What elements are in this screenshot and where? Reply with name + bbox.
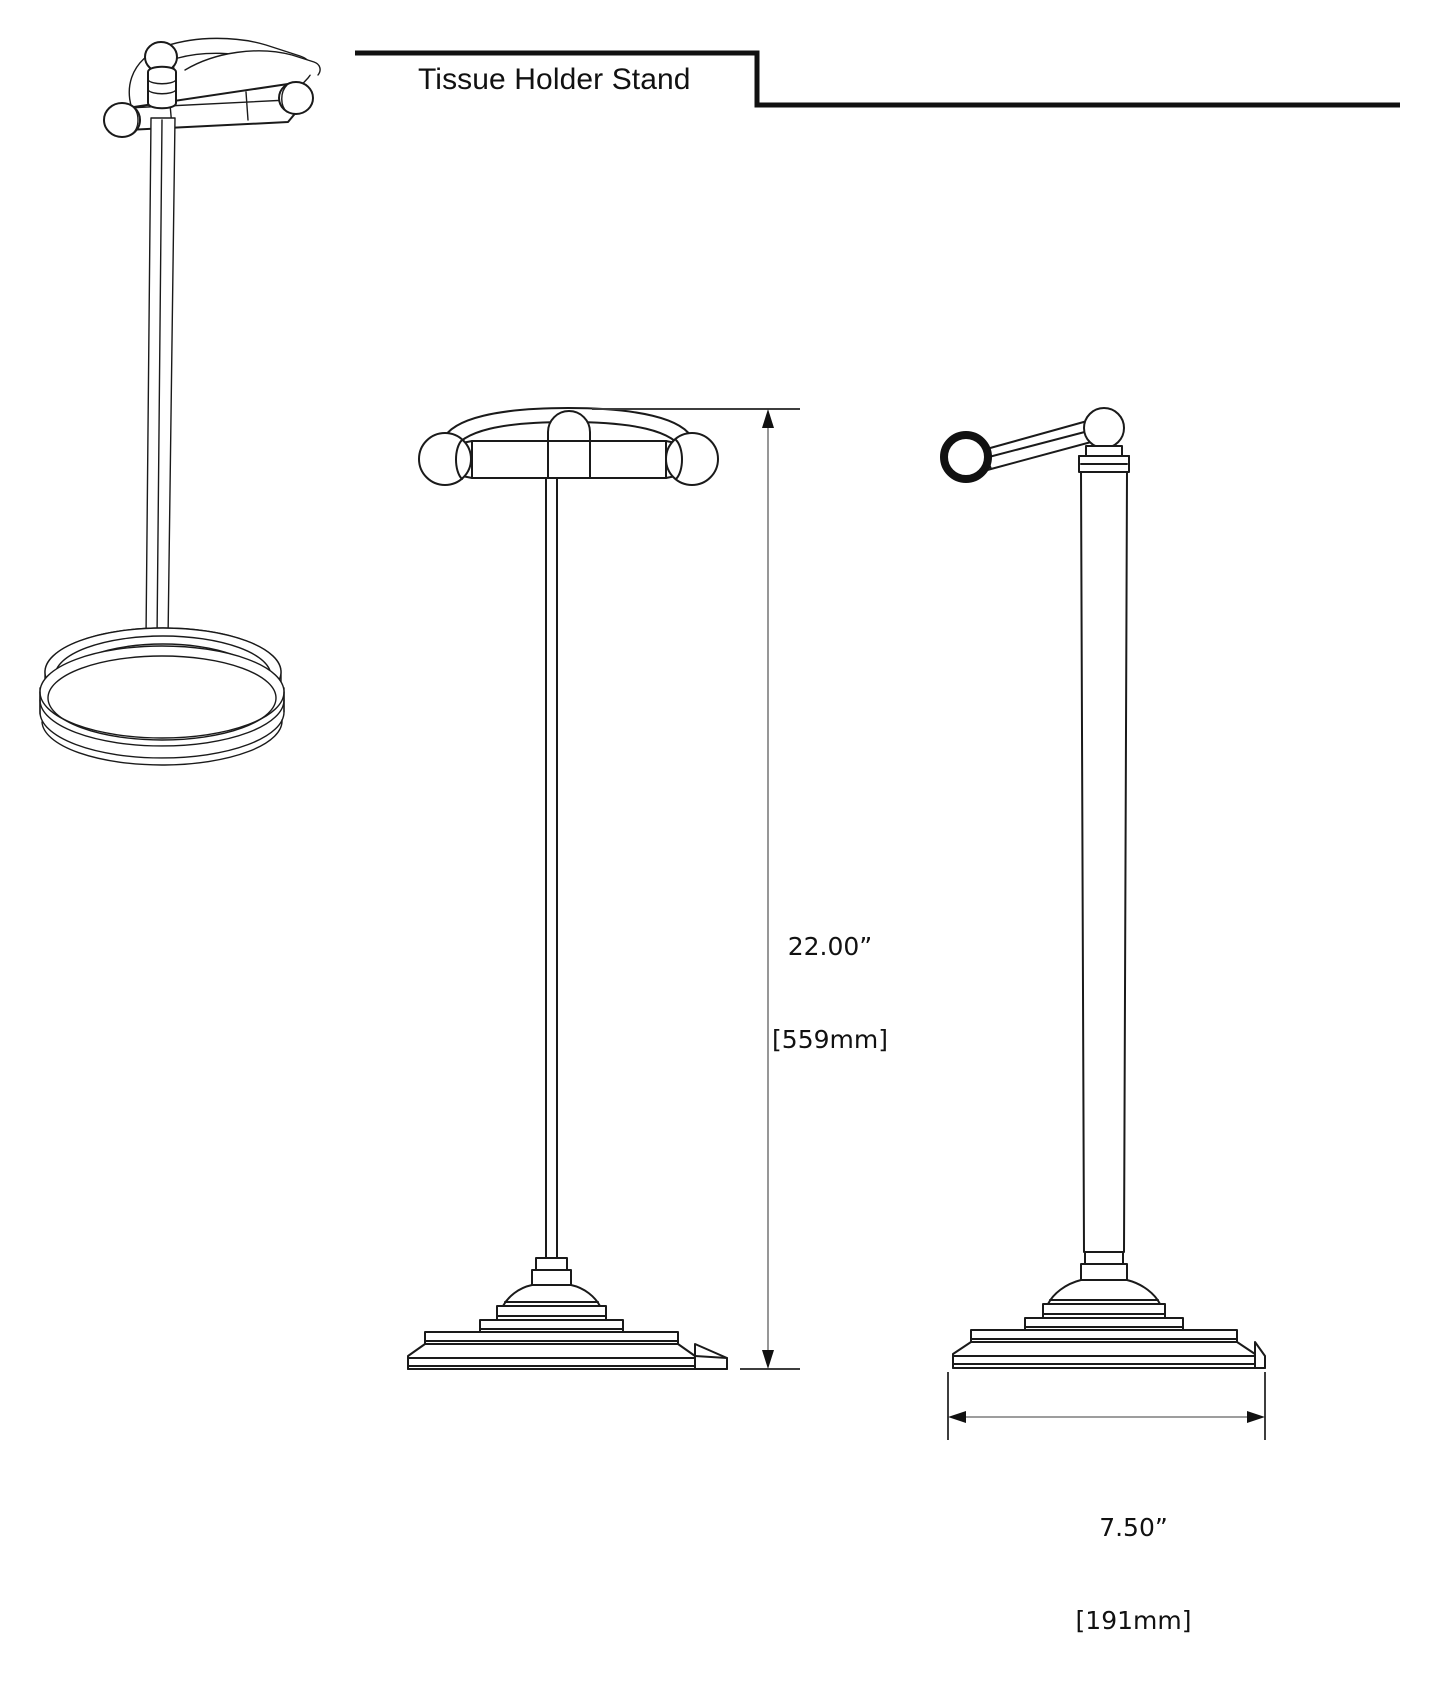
front-elevation-view — [407, 407, 728, 1370]
dimension-height-imperial: 22.00” — [787, 931, 873, 961]
dimension-height-metric: [559mm] — [772, 1025, 888, 1055]
side-elevation-view — [940, 407, 1266, 1369]
dimension-width-metric: [191mm] — [1075, 1606, 1192, 1636]
drawing-title: Tissue Holder Stand — [418, 63, 691, 96]
dimension-width-label: 7.50” [191mm] — [1026, 1449, 1241, 1699]
dimension-width-imperial: 7.50” — [1099, 1512, 1168, 1542]
drawing-canvas — [39, 37, 1400, 1440]
isometric-view — [39, 37, 321, 766]
dimension-height-label: 22.00” [559mm] — [770, 868, 890, 1118]
drawing-sheet: Tissue Holder Stand 22.00” [559mm] 7.50”… — [39, 37, 1400, 1636]
dimension-height — [592, 408, 800, 1370]
dimension-width — [947, 1372, 1266, 1440]
title-block-rule — [355, 50, 1400, 108]
